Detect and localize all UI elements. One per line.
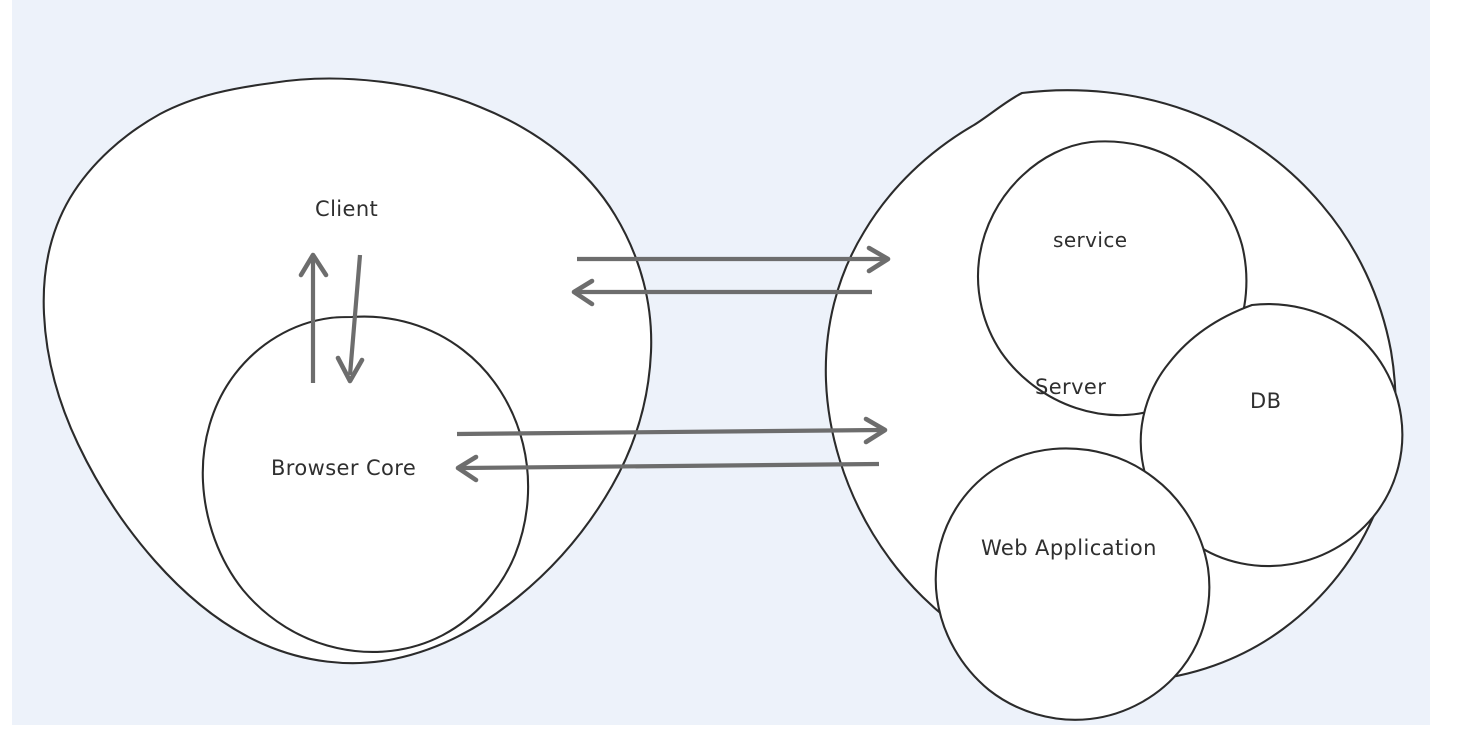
connector-server-to-client[interactable] xyxy=(571,278,872,307)
connector-server-to-core[interactable] xyxy=(455,454,880,483)
web-application-label: Web Application xyxy=(981,536,1157,560)
web-application-inner-blob[interactable] xyxy=(934,447,1211,721)
connector-server-to-client-arrowhead xyxy=(571,278,595,307)
connector-core-to-server-arrowhead xyxy=(863,416,888,445)
client-label: Client xyxy=(315,197,379,221)
browser-core-label: Browser Core xyxy=(271,456,417,480)
connector-server-to-core-arrowhead xyxy=(455,454,479,483)
server-label: Server xyxy=(1035,375,1107,399)
connector-server-to-core-shaft xyxy=(461,461,880,471)
connector-client-to-core[interactable] xyxy=(335,254,365,384)
connector-client-to-server-arrowhead xyxy=(866,245,891,274)
connector-core-to-server-shaft xyxy=(456,427,882,437)
connector-client-to-core-arrowhead xyxy=(335,355,365,384)
connector-client-to-core-shaft xyxy=(347,254,363,376)
connector-client-to-server[interactable] xyxy=(577,245,891,274)
service-inner-blob[interactable] xyxy=(976,140,1248,417)
db-label: DB xyxy=(1250,389,1282,413)
service-label: service xyxy=(1053,228,1128,252)
connector-core-to-client-arrowhead xyxy=(298,252,329,278)
db-inner-blob[interactable] xyxy=(1139,303,1404,568)
connector-core-to-server[interactable] xyxy=(456,416,888,445)
connector-core-to-client[interactable] xyxy=(298,252,329,383)
browser-core-inner-blob[interactable] xyxy=(201,315,530,653)
